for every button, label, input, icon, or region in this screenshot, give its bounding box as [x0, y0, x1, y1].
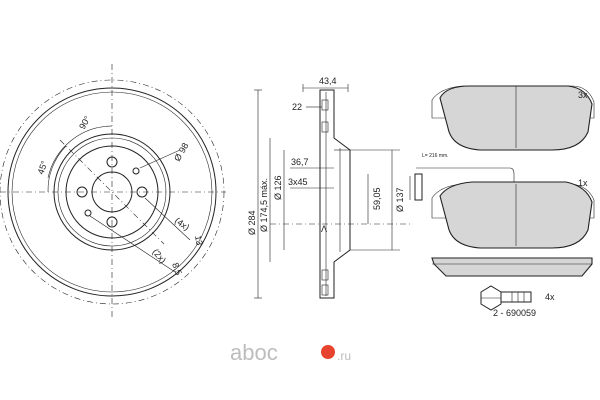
brake-disc-section-view: Λ 43,4 22 Ø 284 Ø 174,5 máx. Ø 126 36,7 …: [247, 76, 410, 299]
sensor-length: L= 216 mm.: [422, 153, 449, 159]
section-outline: [319, 89, 351, 299]
label-dia-outer: Ø 284: [247, 210, 257, 235]
small-hole-1: [132, 167, 140, 175]
disc-centerline-circle: [0, 79, 225, 305]
label-angle-45: 45°: [35, 159, 49, 176]
label-59-05: 59,05: [372, 187, 382, 210]
watermark-text: aboc: [230, 340, 278, 365]
pad-side-view: [431, 257, 593, 277]
vent-slot-1: [321, 99, 329, 111]
brake-disc-front-view: 90° 45° Ø 98 (4x) 13 (2x) 8,5: [0, 64, 226, 320]
label-small-count: (2x): [150, 247, 168, 265]
vent-slot-2: [321, 121, 329, 133]
brake-pads: 3x L= 216 mm. 1x: [409, 85, 595, 277]
label-small-dim: 8,5: [170, 261, 184, 276]
bolt-qty: 4x: [545, 292, 555, 302]
label-angle-90: 90°: [77, 114, 93, 131]
watermark-domain: .ru: [337, 349, 351, 363]
wear-sensor: L= 216 mm.: [409, 153, 515, 201]
section-marker: Λ: [321, 224, 327, 234]
label-width-total: 43,4: [319, 76, 337, 86]
bolt-part-number: 2 - 690059: [493, 308, 536, 318]
label-pcd: Ø 98: [172, 141, 190, 163]
label-width-inner: 22: [292, 102, 302, 112]
watermark-logo: aboc .ru: [230, 340, 351, 365]
disc-outer-edge: [7, 87, 217, 297]
pad-top-backplate: [431, 85, 595, 119]
watermark-dot-icon: [321, 345, 335, 359]
leader-pcd: [139, 149, 181, 169]
label-dia-max: Ø 174,5 máx.: [259, 178, 269, 232]
qty-mid: 1x: [578, 178, 588, 188]
label-dia-hub: Ø 126: [273, 175, 283, 200]
label-36-7: 36,7: [291, 157, 309, 167]
label-holes-count: (4x): [173, 215, 191, 232]
small-hole-2: [84, 209, 92, 217]
angle-arc-90: [47, 125, 113, 179]
caliper-bolt: 4x 2 - 690059: [480, 285, 555, 318]
angle-arc-45: [47, 145, 67, 193]
bolt-head: [480, 285, 502, 311]
vent-slot-4: [321, 284, 329, 296]
label-dia-137: Ø 137: [395, 187, 405, 212]
label-chamfer: 3x45: [288, 177, 308, 187]
leader-small-holes: [89, 215, 176, 273]
bolt-shank: [500, 291, 532, 303]
centerline-diagonal: [59, 139, 165, 245]
sensor-connector: [414, 173, 423, 201]
label-holes-dim: 13: [193, 235, 205, 247]
vent-slot-3: [321, 269, 329, 281]
sensor-wire: [416, 167, 515, 194]
leader-holes: [144, 197, 191, 241]
qty-top: 3x: [578, 90, 588, 100]
